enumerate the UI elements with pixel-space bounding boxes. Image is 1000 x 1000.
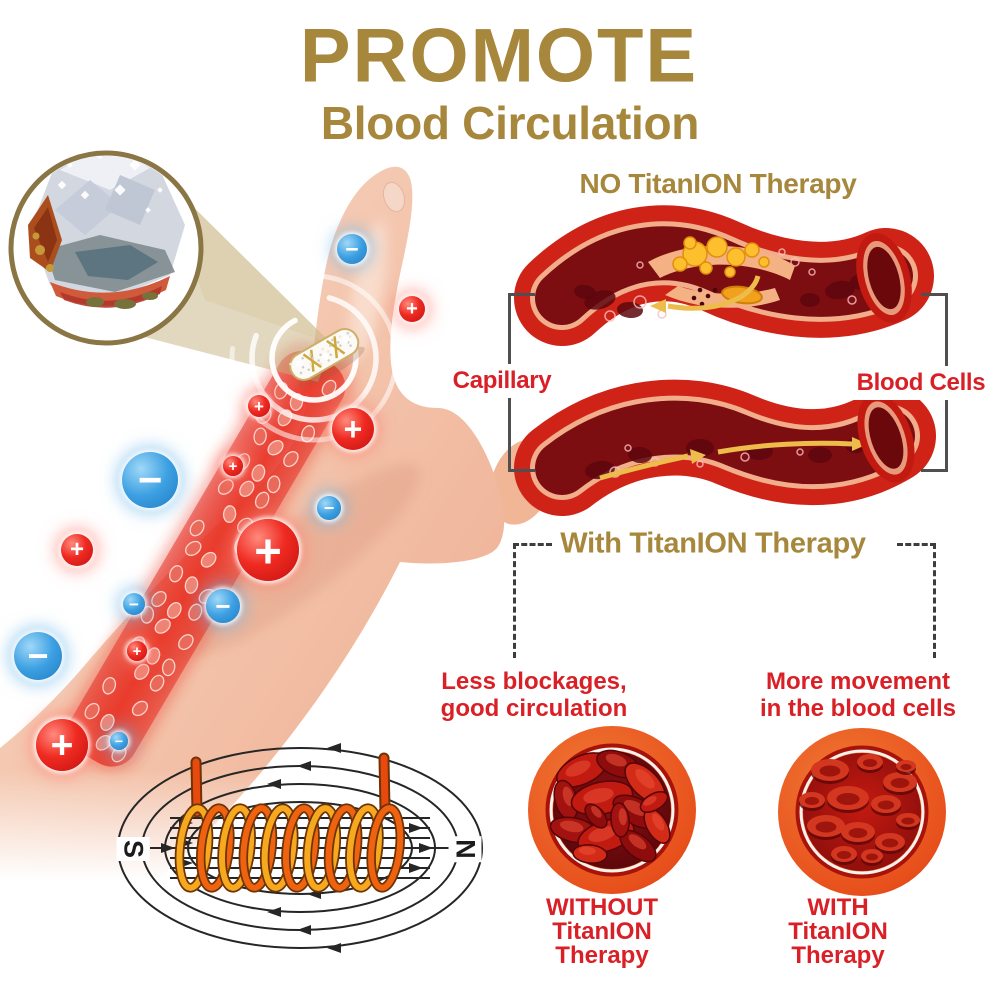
- positive-ion-icon: +: [36, 719, 88, 771]
- blood-vessel-band: [62, 341, 354, 773]
- caption-line: More movement: [765, 668, 951, 695]
- without-therapy-label: WITHOUT TitanION Therapy: [546, 896, 658, 968]
- label-line: TitanION: [788, 918, 888, 945]
- negative-ion-icon: −: [122, 452, 178, 508]
- titanion-ring: [289, 328, 365, 388]
- more-movement-caption: More movement in the blood cells: [760, 668, 956, 722]
- flowing-cells-closeup: [778, 728, 946, 896]
- label-line: Therapy: [791, 942, 885, 969]
- page-subtitle: Blood Circulation: [320, 97, 700, 149]
- blood-cells-label: Blood Cells: [851, 366, 991, 400]
- caption-line: good circulation: [440, 695, 628, 722]
- cholesterol-plaque: [672, 236, 770, 307]
- no-therapy-heading: NO TitanION Therapy: [579, 168, 857, 199]
- negative-ion-icon: −: [206, 589, 240, 623]
- positive-ion-icon: +: [248, 395, 270, 417]
- positive-ion-icon: +: [237, 519, 299, 581]
- dashed-frame-right: [897, 543, 936, 658]
- negative-ion-icon: −: [317, 496, 341, 520]
- capillary-label: Capillary: [447, 364, 557, 398]
- negative-ion-icon: −: [337, 234, 367, 264]
- positive-ion-icon: +: [61, 534, 93, 566]
- label-line: TitanION: [552, 918, 652, 945]
- label-line: Therapy: [555, 942, 649, 969]
- palm-shading: [179, 463, 421, 657]
- titanium-ore-photo: [8, 150, 204, 346]
- positive-ion-icon: +: [399, 296, 425, 322]
- negative-ion-icon: −: [110, 732, 128, 750]
- negative-ion-icon: −: [14, 632, 62, 680]
- magnet-south-label: S: [116, 836, 150, 862]
- positive-ion-icon: +: [127, 641, 147, 661]
- less-blockages-caption: Less blockages, good circulation: [441, 668, 628, 722]
- clumped-red-cells: [549, 749, 671, 864]
- dashed-frame-left: [513, 543, 552, 658]
- caption-line: Less blockages,: [441, 668, 627, 695]
- page-title: PROMOTE: [299, 13, 699, 99]
- coil-loops: [174, 752, 405, 893]
- positive-ion-icon: +: [223, 456, 243, 476]
- clear-capillary-illustration: [514, 379, 936, 516]
- diamond-texture: [289, 332, 352, 375]
- blocked-flow-arrow: [650, 299, 666, 313]
- clumped-cells-closeup: [528, 726, 696, 894]
- thumb-highlight: [348, 221, 388, 359]
- thumbnail: [382, 181, 406, 213]
- flow-arrow: [852, 437, 868, 451]
- with-therapy-heading: With TitanION Therapy: [560, 527, 866, 560]
- caption-line: in the blood cells: [759, 695, 957, 722]
- flow-arrow: [690, 449, 706, 464]
- with-therapy-label: WITH TitanION Therapy: [788, 896, 888, 968]
- label-line: WITH: [807, 894, 869, 921]
- negative-ion-icon: −: [123, 593, 145, 615]
- separated-red-cells: [799, 754, 920, 866]
- magnetic-field-diagram: [117, 743, 483, 953]
- magnet-north-label: N: [448, 836, 482, 862]
- label-line: WITHOUT: [546, 894, 658, 921]
- positive-ion-icon: +: [332, 408, 374, 450]
- blocked-capillary-illustration: [514, 205, 934, 346]
